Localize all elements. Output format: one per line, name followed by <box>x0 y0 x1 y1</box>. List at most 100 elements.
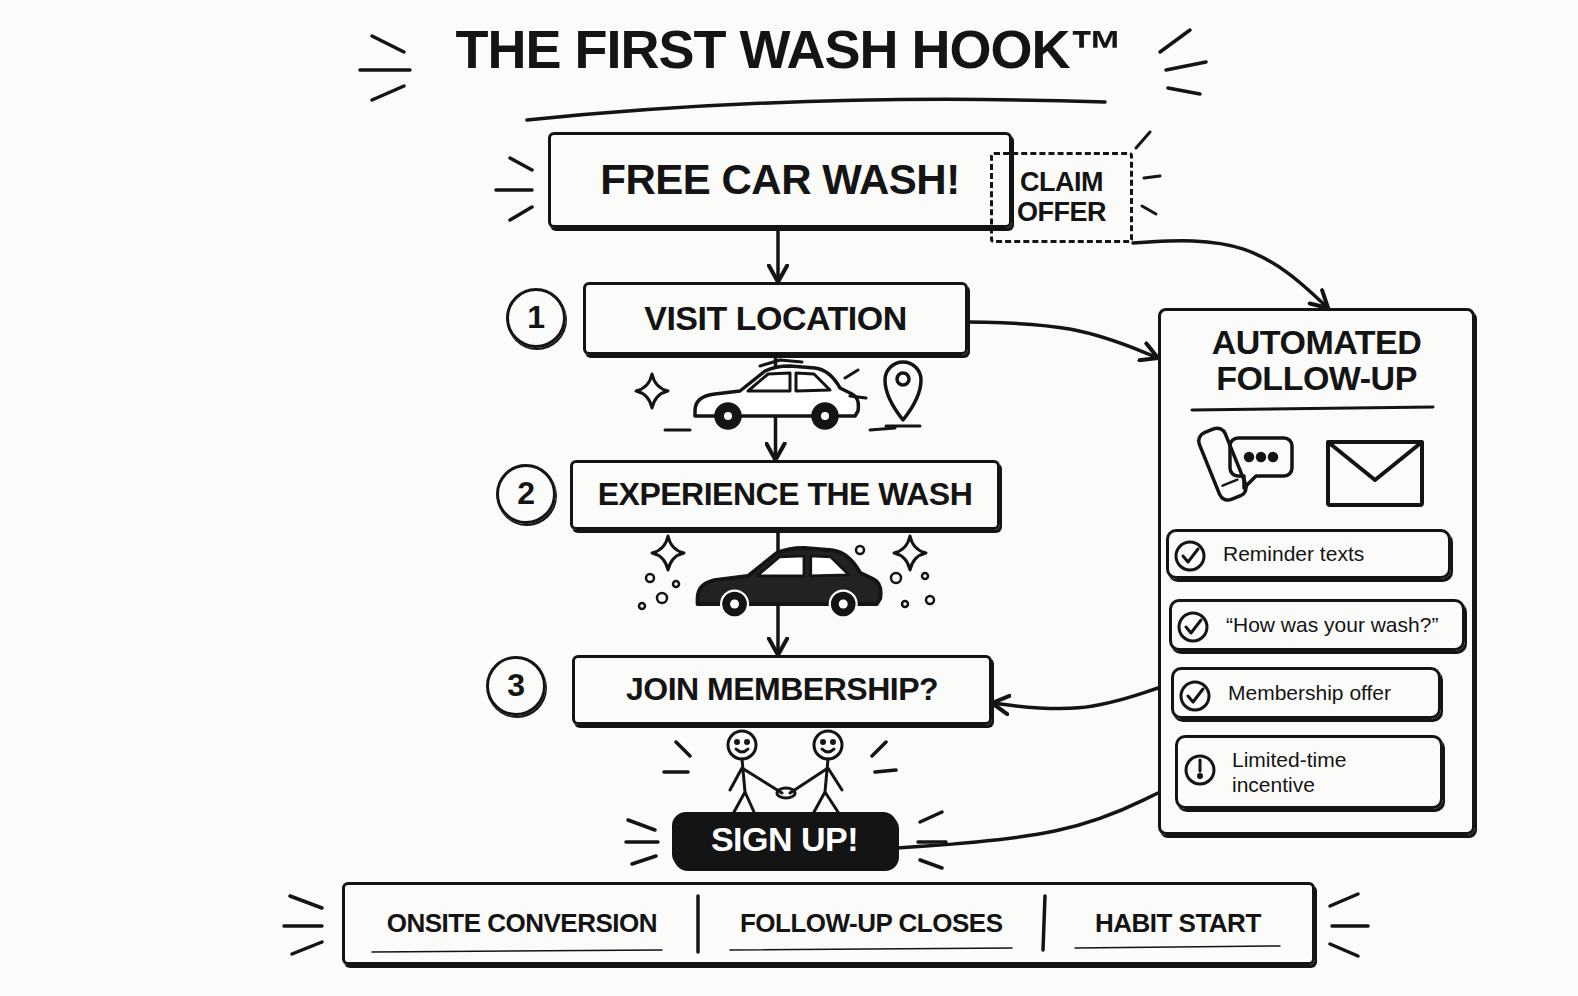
envelope-icon <box>1328 442 1422 480</box>
location-pin <box>885 362 921 426</box>
burst-lines <box>496 158 532 220</box>
sparkle <box>894 536 926 570</box>
flow-arrow <box>968 322 1158 358</box>
node-text: SIGN UP! <box>711 821 858 858</box>
node-text: FOLLOW-UP CLOSES <box>699 909 1044 938</box>
location-pin <box>885 362 921 420</box>
location-pin <box>886 425 920 428</box>
soap-bubbles <box>646 574 654 582</box>
step-box: JOIN MEMBERSHIP? <box>572 655 992 725</box>
burst-lines <box>1136 132 1160 214</box>
phone-chat-icon <box>1223 480 1238 486</box>
phone-chat-icon <box>1230 438 1292 488</box>
car-illustration <box>839 600 848 609</box>
burst-lines <box>360 36 410 100</box>
soap-bubbles <box>891 573 901 583</box>
soap-bubbles <box>657 593 667 603</box>
handshake-figures <box>736 749 748 752</box>
step-number: 2 <box>496 464 556 524</box>
follow-up-item: Reminder texts <box>1166 529 1451 579</box>
check-icon <box>1181 682 1209 710</box>
node-text: 2 <box>517 476 534 511</box>
check-icon <box>1179 613 1207 641</box>
flow-arrow <box>897 793 1158 848</box>
soap-bubbles <box>902 601 908 607</box>
clock-icon <box>1199 775 1202 778</box>
follow-up-item: Membership offer <box>1171 667 1441 719</box>
location-pin <box>897 373 909 385</box>
node-text: AUTOMATED FOLLOW-UP <box>1192 325 1442 396</box>
burst-lines <box>626 820 658 864</box>
envelope-icon <box>1328 442 1422 505</box>
handshake-figures <box>822 741 825 744</box>
handshake-figures <box>790 759 842 812</box>
handshake-figures <box>728 731 842 812</box>
outcome-band: ONSITE CONVERSIONFOLLOW-UP CLOSESHABIT S… <box>342 882 1315 965</box>
diagram-title: THE FIRST WASH HOOK™ <box>0 18 1578 80</box>
car-illustration <box>716 404 740 428</box>
car-illustration <box>724 412 732 420</box>
node-text: Limited-time incentive <box>1232 747 1434 797</box>
handshake-figures <box>746 741 749 744</box>
clock-icon <box>1186 756 1214 784</box>
cta-pill: SIGN UP! <box>672 812 897 868</box>
handshake-figures <box>832 741 835 744</box>
handshake-figures <box>736 741 739 744</box>
step-number: 1 <box>506 288 566 348</box>
offer-box: FREE CAR WASH! <box>548 132 1012 228</box>
car-illustration <box>730 600 739 609</box>
burst-lines <box>664 742 896 772</box>
step-box: VISIT LOCATION <box>583 282 968 355</box>
sketch-canvas <box>284 30 1433 956</box>
check-icon <box>1186 620 1201 633</box>
band-divider <box>698 896 1045 952</box>
soap-bubbles <box>922 573 928 579</box>
node-text: VISIT LOCATION <box>644 300 906 337</box>
follow-up-panel: AUTOMATED FOLLOW-UP Reminder texts “How wa… <box>1158 308 1475 835</box>
car-illustration <box>760 360 802 366</box>
node-text: 1 <box>527 300 544 335</box>
sparkle <box>636 374 668 408</box>
handshake-figures <box>730 759 782 812</box>
phone-chat-icon <box>1258 454 1265 461</box>
burst-lines <box>918 812 946 868</box>
soap-bubbles <box>639 546 934 609</box>
car-illustration <box>757 556 849 576</box>
car-illustration <box>698 548 881 617</box>
node-text: “How was your wash?” <box>1226 612 1438 637</box>
flow-arrow <box>992 688 1158 709</box>
burst-lines <box>284 896 322 954</box>
envelope-icon <box>1328 442 1422 505</box>
ticket-box: CLAIM OFFER <box>990 152 1133 243</box>
node-text: JOIN MEMBERSHIP? <box>626 672 938 707</box>
clock-icon <box>1199 760 1202 771</box>
car-illustration <box>821 412 829 420</box>
soap-bubbles <box>856 546 864 554</box>
band-divider <box>372 946 1280 952</box>
node-text: Membership offer <box>1228 680 1391 705</box>
soap-bubbles <box>926 596 934 604</box>
step-box: EXPERIENCE THE WASH <box>570 460 1000 530</box>
burst-lines <box>284 30 1368 956</box>
check-icon <box>1188 689 1203 702</box>
check-icon <box>1176 542 1209 710</box>
burst-lines <box>1160 30 1206 94</box>
node-text: HABIT START <box>1044 909 1312 938</box>
car-illustration <box>830 591 857 618</box>
sparkle <box>665 370 895 430</box>
handshake-figures <box>777 788 795 798</box>
car-illustration <box>721 591 748 618</box>
node-text: 3 <box>507 668 524 703</box>
sparkle <box>636 370 926 570</box>
follow-up-item: Limited-time incentive <box>1175 735 1443 809</box>
follow-up-item: “How was your wash?” <box>1169 599 1465 651</box>
sparkle <box>652 536 684 570</box>
burst-lines <box>1330 894 1368 956</box>
soap-bubbles <box>673 581 679 587</box>
check-icon <box>1183 549 1198 562</box>
handshake-figures <box>822 749 834 752</box>
soap-bubbles <box>639 603 645 609</box>
car-illustration <box>695 360 858 428</box>
phone-chat-icon <box>1246 454 1253 461</box>
step-number: 3 <box>486 656 546 716</box>
